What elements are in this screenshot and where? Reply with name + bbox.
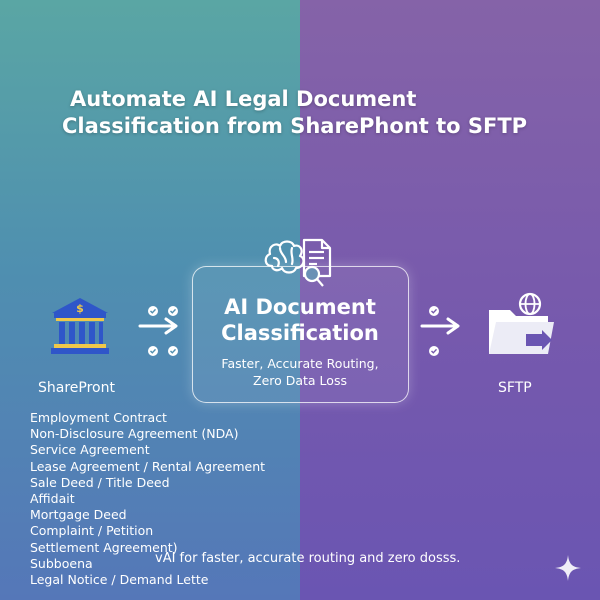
list-item: Settlement Agreement)	[30, 539, 178, 555]
list-item: Legal Notice / Demand Lette	[30, 572, 209, 588]
footer-text: vAI for faster, accurate routing and zer…	[155, 551, 461, 566]
document-type-list: Employment Contract Non-Disclosure Agree…	[30, 410, 265, 588]
check-circle-icon	[168, 346, 178, 356]
card-subtitle: Faster, Accurate Routing, Zero Data Loss	[0, 355, 600, 389]
brain-document-search-icon	[264, 238, 332, 287]
card-title-line-1: AI Document	[224, 295, 376, 319]
check-circle-icon	[429, 306, 439, 316]
list-item: Affidait	[30, 491, 75, 507]
ai-classification-card	[192, 266, 409, 403]
list-item: Lease Agreement / Rental Agreement	[30, 458, 266, 474]
arrow-right-icon	[420, 317, 460, 335]
destination-label: SFTP	[498, 380, 532, 396]
left-background-panel	[0, 0, 300, 600]
list-item: Non-Disclosure Agreement (NDA)	[30, 426, 239, 442]
card-subtitle-line-2: Zero Data Loss	[253, 373, 347, 388]
source-label: SharePront	[38, 380, 115, 396]
title-line-2: Classification from SharePhont to SFTP	[62, 114, 528, 138]
right-background-panel	[300, 0, 600, 600]
check-circle-icon	[429, 346, 439, 356]
list-item: Mortgage Deed	[30, 507, 127, 523]
list-item: Sale Deed / Title Deed	[30, 474, 170, 490]
list-item: Service Agreement	[30, 442, 150, 458]
list-item: Subboena	[30, 555, 93, 571]
svg-text:$: $	[76, 302, 84, 315]
folder-globe-icon	[489, 292, 554, 354]
title-line-1: Automate AI Legal Document	[70, 87, 417, 111]
card-title: AI Document Classification	[0, 294, 600, 346]
list-item: Complaint / Petition	[30, 523, 154, 539]
check-circle-icon	[148, 346, 158, 356]
sparkle-icon	[555, 555, 581, 581]
arrow-right-icon	[138, 317, 178, 335]
bank-icon: $	[51, 298, 109, 354]
card-subtitle-line-1: Faster, Accurate Routing,	[221, 356, 379, 371]
check-circle-icon	[168, 306, 178, 316]
check-circle-icon	[148, 306, 158, 316]
list-item: Employment Contract	[30, 410, 167, 425]
card-title-line-2: Classification	[221, 321, 379, 345]
